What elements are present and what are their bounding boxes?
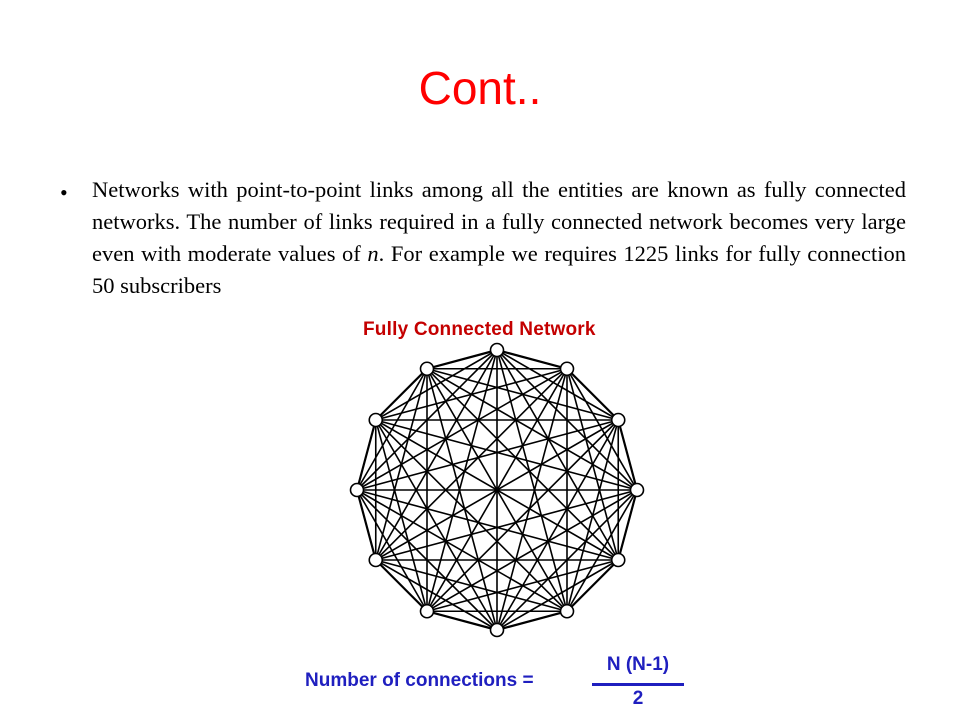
- network-node: [368, 412, 384, 428]
- network-link: [426, 367, 619, 421]
- network-link: [426, 368, 638, 491]
- formula-numerator: N (N-1): [606, 654, 670, 675]
- network-link: [375, 419, 498, 631]
- network-link: [355, 489, 377, 561]
- network-link: [426, 348, 498, 370]
- network-node: [610, 552, 626, 568]
- network-link: [374, 368, 428, 561]
- network-link: [375, 559, 498, 631]
- network-node: [489, 622, 505, 638]
- network-link: [356, 489, 428, 612]
- network-link: [426, 349, 498, 612]
- network-link: [374, 419, 428, 612]
- slide-title: Cont..: [418, 62, 542, 114]
- network-link: [426, 610, 498, 632]
- network-node: [610, 412, 626, 428]
- network-link: [566, 559, 620, 613]
- bullet-text-part-1: Networks with point-to-point links among…: [92, 177, 906, 266]
- network-link: [375, 419, 568, 612]
- network-link: [374, 367, 428, 421]
- figure-title: Fully Connected Network: [363, 319, 596, 340]
- network-link: [496, 368, 568, 631]
- network-link: [356, 489, 568, 612]
- network-link: [355, 419, 377, 491]
- network-node: [419, 603, 435, 619]
- network-link: [374, 559, 428, 613]
- bullet-text-part-2: . For example we requires 1225 links for…: [92, 241, 907, 298]
- network-link: [566, 367, 620, 421]
- fully-connected-network-diagram: [349, 342, 645, 638]
- network-node: [368, 552, 384, 568]
- network-link: [617, 489, 639, 561]
- network-link: [375, 489, 638, 561]
- network-link: [496, 610, 568, 632]
- formula-denominator: 2: [632, 688, 644, 709]
- bullet-point-icon: •: [60, 180, 68, 205]
- formula-fraction-bar: [592, 683, 684, 686]
- network-node: [419, 361, 435, 377]
- network-link: [496, 348, 568, 370]
- network-link: [356, 489, 619, 561]
- network-link: [375, 419, 638, 491]
- network-node: [559, 361, 575, 377]
- network-node: [489, 342, 505, 358]
- network-node: [559, 603, 575, 619]
- network-nodes: [349, 342, 645, 638]
- network-link: [356, 419, 619, 491]
- formula-label: Number of connections =: [305, 670, 534, 691]
- network-link: [426, 368, 568, 612]
- network-edges: [355, 348, 639, 632]
- network-link: [426, 368, 619, 561]
- network-link: [426, 419, 619, 612]
- network-link: [356, 368, 428, 491]
- bullet-italic-variable: n: [367, 241, 379, 266]
- network-link: [375, 368, 568, 561]
- network-link: [617, 419, 639, 491]
- network-link: [426, 368, 498, 631]
- network-link: [496, 349, 568, 612]
- network-node: [349, 482, 365, 498]
- network-node: [629, 482, 645, 498]
- bullet-text: Networks with point-to-point links among…: [92, 174, 906, 302]
